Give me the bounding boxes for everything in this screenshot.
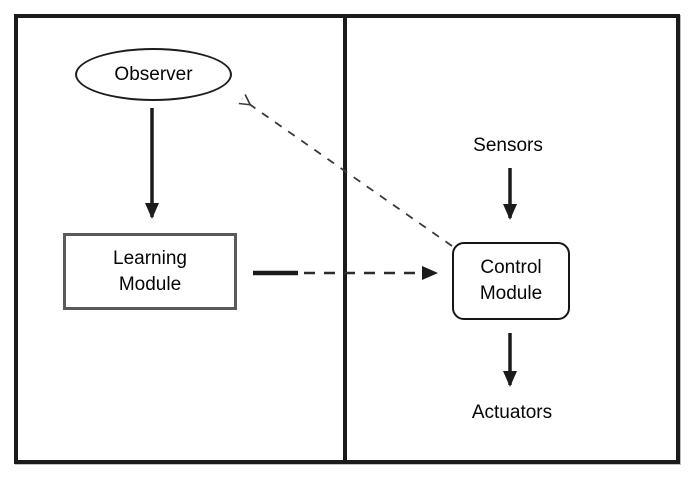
observer-label: Observer: [114, 63, 193, 85]
panel-divider: [343, 14, 347, 464]
actuators-label: Actuators: [471, 402, 553, 423]
control-module-node: Control Module: [452, 242, 570, 320]
observer-node: Observer: [75, 48, 232, 101]
sensors-label: Sensors: [473, 135, 543, 156]
learning-module-label: Learning Module: [113, 247, 187, 295]
control-module-label: Control Module: [479, 257, 543, 304]
outer-frame: [14, 14, 680, 464]
learning-module-node: Learning Module: [63, 233, 237, 310]
